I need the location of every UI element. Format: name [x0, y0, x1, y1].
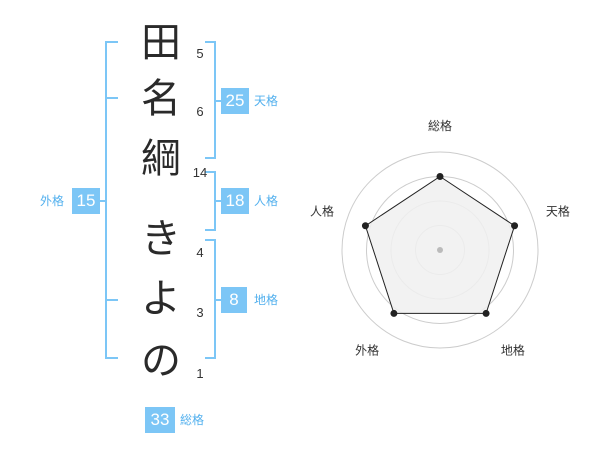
stroke-count-2: 6	[196, 104, 204, 119]
gaikaku-value-badge: 15	[72, 188, 100, 214]
name-char-5: よ	[141, 276, 181, 322]
stroke-count-5: 3	[196, 305, 204, 320]
stroke-count-1: 5	[196, 46, 204, 61]
radar-point-3	[482, 309, 490, 317]
radar-point-5	[361, 222, 369, 230]
radar-axis-label-4: 外格	[355, 342, 379, 357]
gaikaku-label: 外格	[40, 194, 65, 208]
radar-center-dot	[437, 247, 443, 253]
radar-point-2	[511, 222, 519, 230]
soukaku-value-badge: 33	[145, 407, 175, 433]
chikaku-label: 地格	[254, 293, 279, 307]
radar-data-polygon	[364, 175, 516, 314]
radar-axis-label-1: 総格	[428, 118, 452, 133]
name-char-2: 名	[141, 76, 181, 122]
name-char-3: 綱	[141, 136, 181, 182]
tenkaku-label: 天格	[254, 94, 279, 108]
jinkaku-value-badge: 18	[221, 188, 249, 214]
stroke-count-3: 14	[192, 165, 208, 180]
radar-point-1	[436, 173, 444, 180]
stroke-count-4: 4	[196, 245, 204, 260]
radar-axis-label-3: 地格	[501, 342, 525, 357]
chikaku-value-badge: 8	[221, 287, 247, 313]
radar-axis-label-2: 天格	[546, 204, 570, 219]
jinkaku-label: 人格	[254, 194, 279, 208]
name-char-1: 田	[141, 20, 181, 66]
tenkaku-value-badge: 25	[221, 88, 249, 114]
radar-grid-ring-4	[341, 151, 539, 349]
radar-axis-label-5: 人格	[310, 204, 334, 219]
radar-point-4	[390, 309, 398, 317]
soukaku-label: 総格	[180, 413, 205, 427]
stroke-count-6: 1	[196, 366, 204, 381]
name-char-6: の	[141, 338, 181, 384]
name-char-4: き	[141, 216, 181, 262]
